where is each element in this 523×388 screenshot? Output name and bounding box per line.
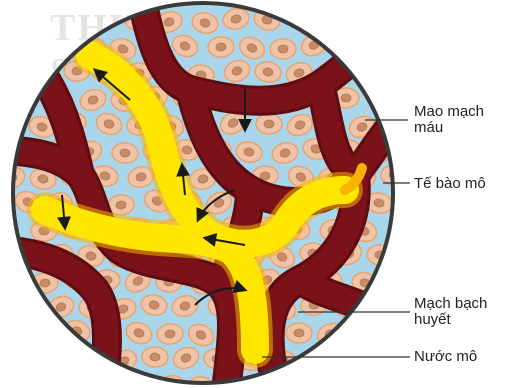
label-tissue-fluid: Nước mô	[414, 349, 477, 365]
label-capillary-line-2: máu	[414, 120, 484, 136]
label-capillary-line-1: Mao mạch	[414, 104, 484, 120]
label-lymph-vessel-line-2: huyết	[414, 312, 487, 328]
tissue-cell	[270, 39, 296, 59]
label-tissue-cell-line-1: Tế bào mô	[414, 176, 486, 192]
label-lymph-vessel: Mạch bạch huyết	[414, 296, 487, 328]
label-lymph-vessel-line-1: Mạch bạch	[414, 296, 487, 312]
tissue-cell	[256, 114, 283, 135]
label-tissue-cell: Tế bào mô	[414, 176, 486, 192]
tissue-cell	[286, 323, 313, 344]
label-capillary: Mao mạch máu	[414, 104, 484, 136]
label-tissue-fluid-line-1: Nước mô	[414, 349, 477, 365]
